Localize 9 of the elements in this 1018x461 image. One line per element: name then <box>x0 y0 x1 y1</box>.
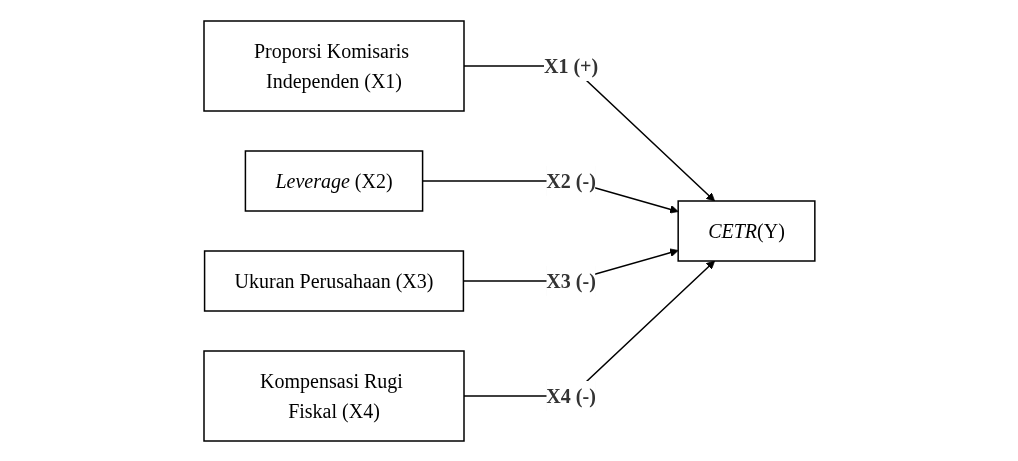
edge-label: X4 (-) <box>545 384 596 407</box>
node-box: Proporsi Komisaris Independen (X1) <box>202 19 465 112</box>
edge-label: X3 (-) <box>545 269 596 292</box>
node-box: Kompensasi Rugi Fiskal (X4) <box>202 349 465 442</box>
node-box: Leverage (X2) <box>244 149 423 212</box>
node-box: CETR(Y) <box>677 199 816 262</box>
edge-label: X2 (-) <box>545 169 596 192</box>
node-box: Ukuran Perusahaan (X3) <box>203 249 464 312</box>
edge-label: X1 (+) <box>543 54 598 77</box>
